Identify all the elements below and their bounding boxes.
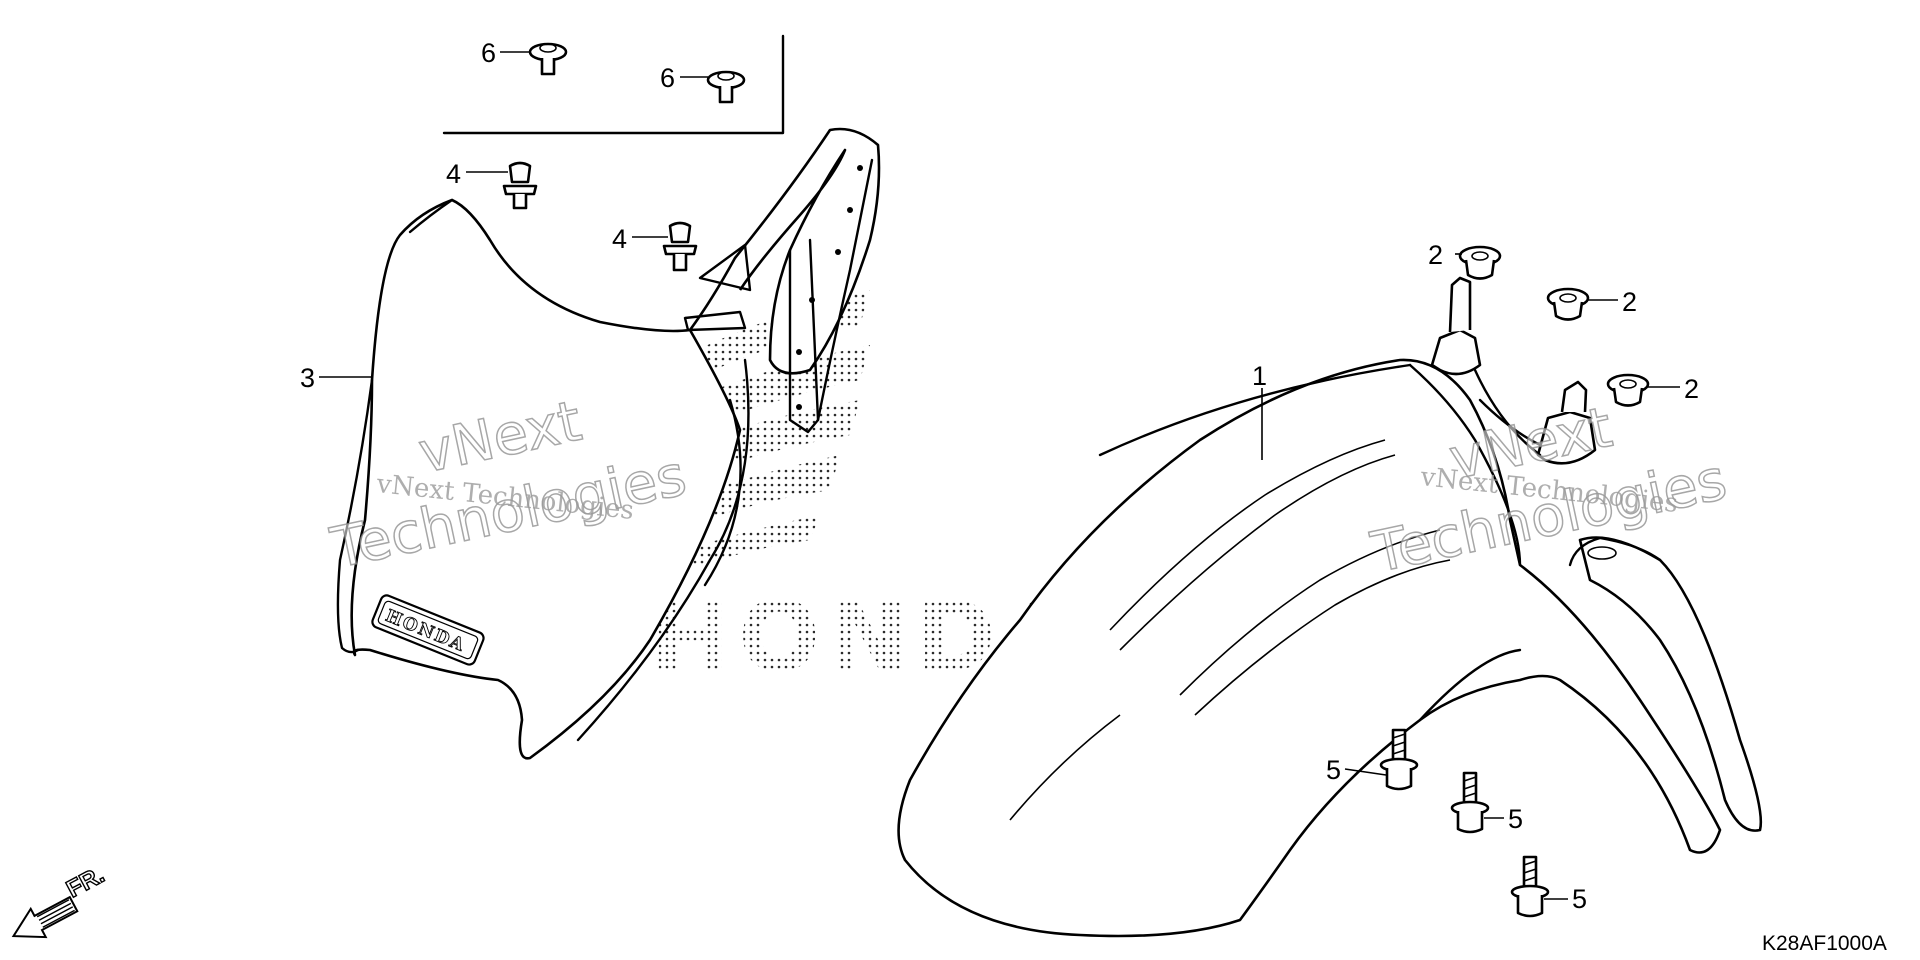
callout-4-b: 4 <box>612 224 627 254</box>
screw-icon <box>706 70 746 104</box>
callout-5-a: 5 <box>1326 755 1341 785</box>
part-6-screws <box>442 34 785 135</box>
part-1-front-fender <box>897 276 1763 938</box>
part-2-grommets <box>1458 245 1650 407</box>
callout-2-b: 2 <box>1622 287 1637 317</box>
leader-lines <box>319 51 1680 900</box>
callout-6-a: 6 <box>481 38 496 68</box>
bolt-icon <box>502 161 538 210</box>
callout-1: 1 <box>1252 361 1267 391</box>
front-arrow-icon <box>11 895 79 939</box>
grommet-icon <box>1606 373 1650 407</box>
part-5-flange-bolts <box>1379 728 1550 918</box>
part-4-bolts <box>502 161 698 272</box>
callout-2-a: 2 <box>1428 240 1443 270</box>
callout-6-b: 6 <box>660 63 675 93</box>
screw-icon <box>528 42 568 76</box>
flange-bolt-icon <box>1450 771 1490 834</box>
part-3-headlight-cover: HONDA <box>336 127 881 760</box>
flange-bolt-icon <box>1510 855 1550 918</box>
flange-bolt-icon <box>1379 728 1419 791</box>
callout-numbers: 3 1 2 2 2 4 4 5 5 5 6 6 <box>300 38 1699 914</box>
grommet-icon <box>1546 287 1590 321</box>
callout-5-c: 5 <box>1572 884 1587 914</box>
callout-4-a: 4 <box>446 159 461 189</box>
front-direction-indicator: FR. <box>11 861 110 939</box>
callout-2-c: 2 <box>1684 374 1699 404</box>
callout-5-b: 5 <box>1508 804 1523 834</box>
diagram-code: K28AF1000A <box>1762 932 1887 955</box>
bolt-icon <box>662 221 698 272</box>
grommet-icon <box>1458 245 1502 280</box>
callout-3: 3 <box>300 363 315 393</box>
